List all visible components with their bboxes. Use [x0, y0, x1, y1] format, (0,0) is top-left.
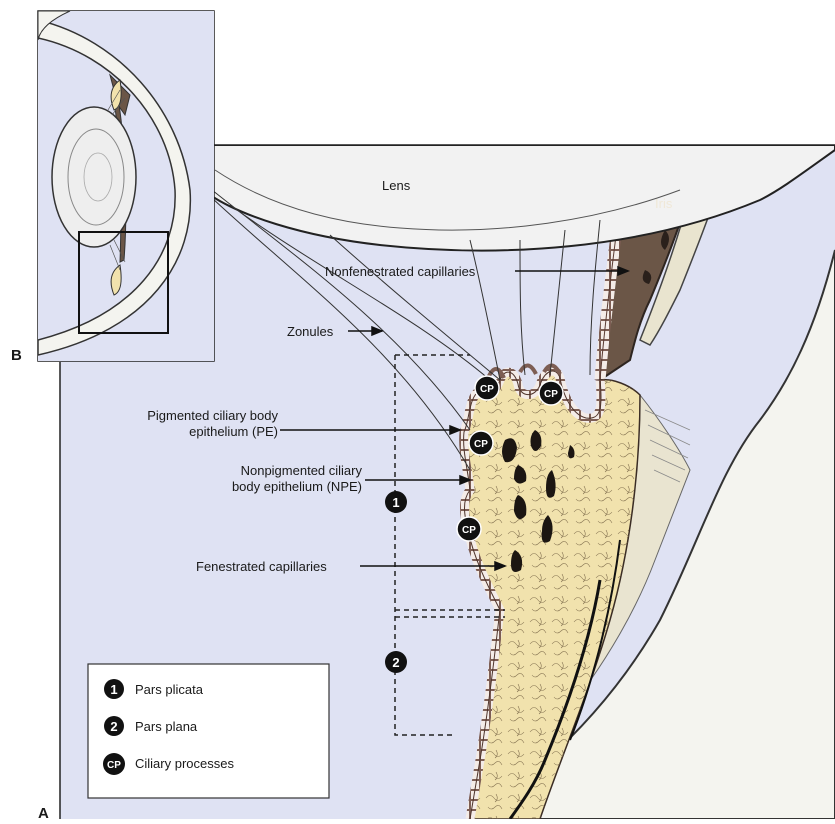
- label-fenestrated: Fenestrated capillaries: [196, 559, 327, 574]
- cp-badge-4: CP: [457, 517, 481, 541]
- cp-badge-1: CP: [475, 376, 499, 400]
- svg-text:1: 1: [392, 495, 399, 510]
- svg-text:Pars plana: Pars plana: [135, 719, 198, 734]
- cp-badge-2: CP: [539, 381, 563, 405]
- label-pe-line2: epithelium (PE): [189, 424, 278, 439]
- svg-text:2: 2: [110, 719, 117, 734]
- svg-text:CP: CP: [462, 525, 476, 536]
- label-npe-line1: Nonpigmented ciliary: [241, 463, 363, 478]
- label-lens: Lens: [382, 178, 411, 193]
- svg-text:CP: CP: [480, 384, 494, 395]
- label-pe-line1: Pigmented ciliary body: [147, 408, 278, 423]
- inset-lens: [52, 107, 136, 247]
- panel-letter-a: A: [38, 805, 49, 819]
- cp-badge-3: CP: [469, 431, 493, 455]
- label-iris: Iris: [655, 196, 673, 211]
- label-zonules: Zonules: [287, 324, 334, 339]
- svg-text:2: 2: [392, 655, 399, 670]
- svg-text:CP: CP: [474, 439, 488, 450]
- svg-text:Ciliary processes: Ciliary processes: [135, 756, 234, 771]
- label-npe-line2: body epithelium (NPE): [232, 479, 362, 494]
- marker-pars-plicata: 1: [385, 491, 407, 513]
- svg-text:Pars plicata: Pars plicata: [135, 682, 204, 697]
- legend-item-pars-plana: 2 Pars plana: [104, 716, 198, 736]
- svg-text:CP: CP: [107, 760, 121, 771]
- inset-panel: [38, 11, 214, 361]
- legend: 1 Pars plicata 2 Pars plana CP Ciliary p…: [88, 664, 329, 798]
- marker-pars-plana: 2: [385, 651, 407, 673]
- panel-letter-b: B: [11, 347, 22, 364]
- svg-text:1: 1: [110, 682, 117, 697]
- svg-text:CP: CP: [544, 389, 558, 400]
- legend-item-pars-plicata: 1 Pars plicata: [104, 679, 204, 699]
- label-nonfenestrated: Nonfenestrated capillaries: [325, 264, 476, 279]
